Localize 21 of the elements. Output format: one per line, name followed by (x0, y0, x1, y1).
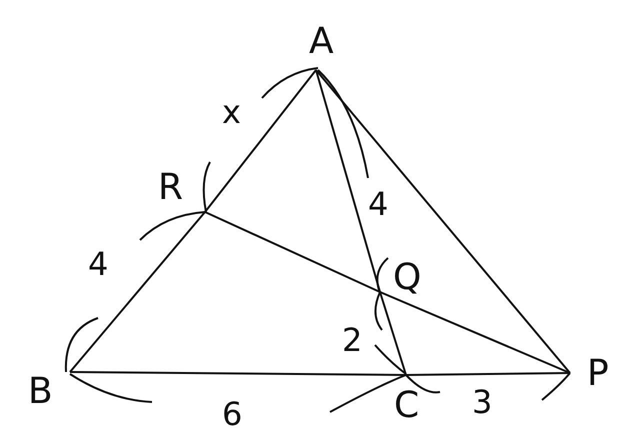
line-segment (70, 371, 406, 376)
length-label: 6 (222, 398, 242, 430)
line-segment (315, 70, 381, 292)
length-label: 3 (472, 386, 492, 418)
line-segment (379, 292, 407, 376)
point-label: R (158, 170, 184, 206)
point-label: B (28, 374, 53, 410)
line-segment (380, 291, 570, 374)
length-label: 2 (342, 324, 362, 356)
length-label: 4 (368, 188, 388, 220)
point-label: C (394, 388, 420, 424)
line-segment (204, 211, 380, 293)
length-label: x (222, 96, 241, 128)
line-segment (69, 211, 206, 373)
length-label: 4 (88, 248, 108, 280)
line-segment (406, 372, 570, 376)
line-segment (204, 69, 317, 213)
line-segment (315, 69, 571, 374)
point-label: Q (393, 260, 422, 296)
point-label: A (309, 24, 334, 60)
point-label: P (587, 356, 609, 392)
